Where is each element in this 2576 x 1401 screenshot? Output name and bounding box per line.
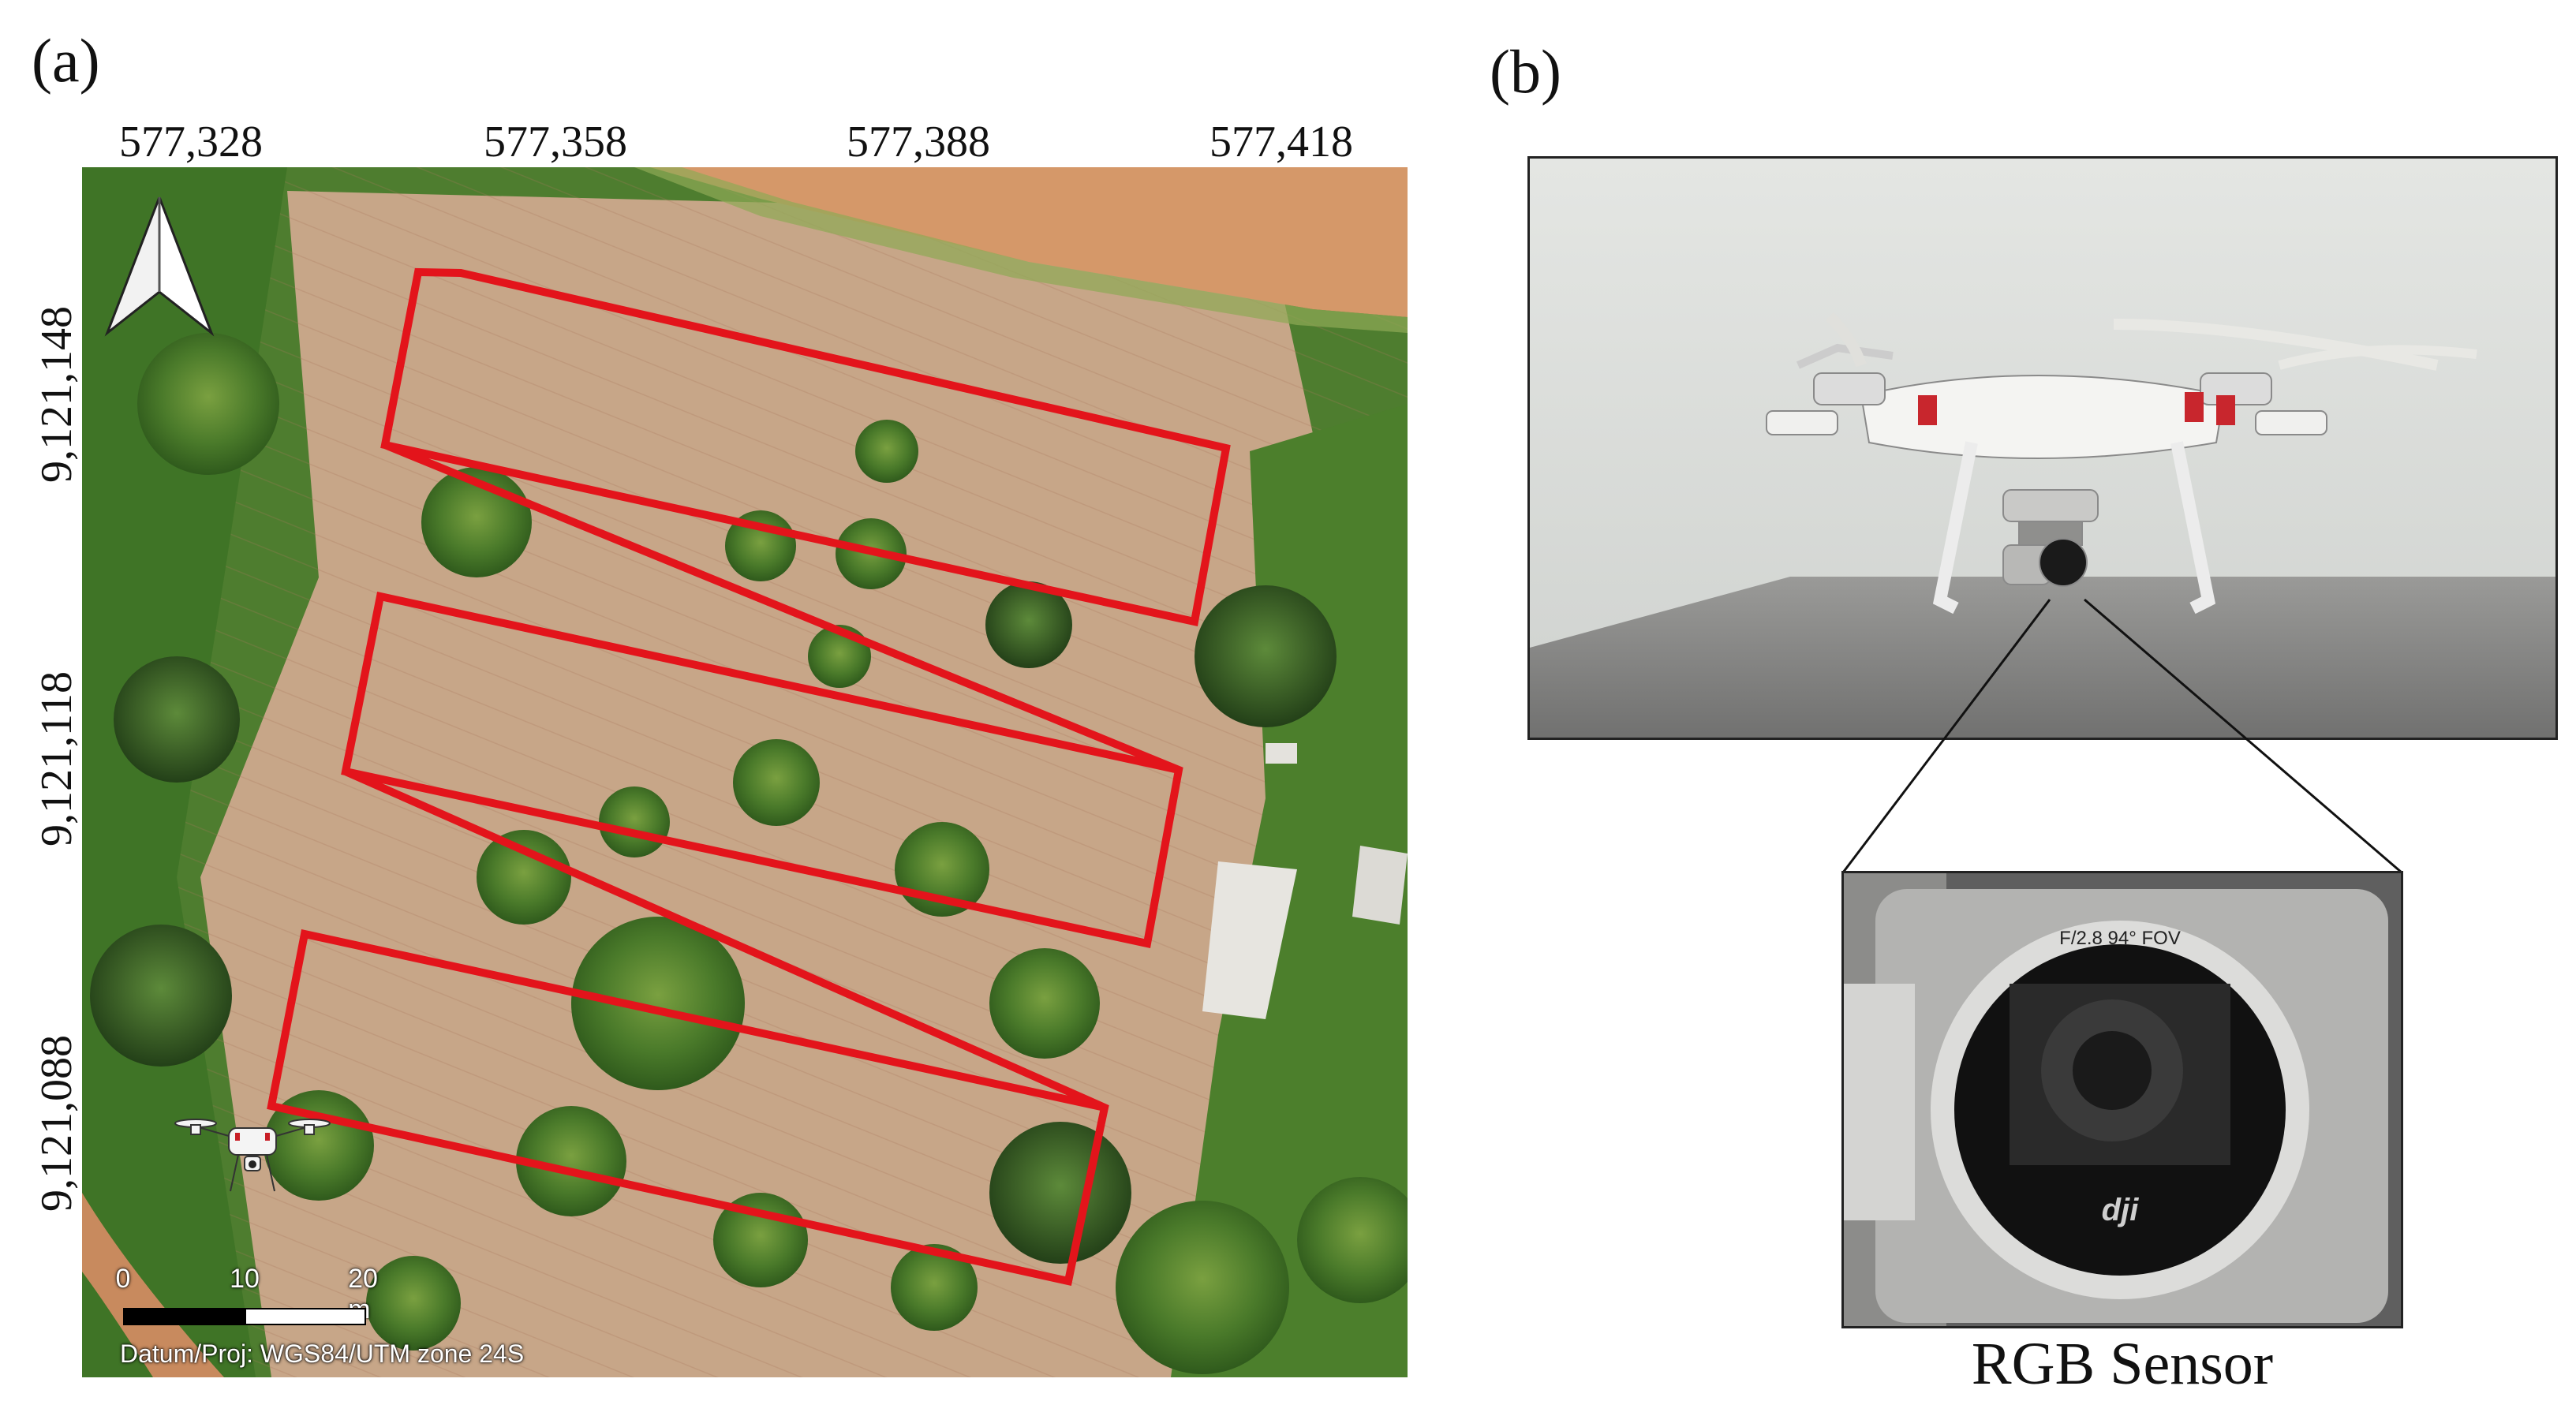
scale-tick-label: 0 [115,1264,131,1294]
panel-b-label: (b) [1490,37,1561,106]
easting-label: 577,418 [1209,118,1353,166]
easting-label: 577,388 [847,118,990,166]
drone-icon [174,1104,331,1199]
northing-label: 9,121,118 [32,671,81,846]
lens-text: F/2.8 94° FOV [2059,928,2181,949]
panel-a-label: (a) [32,26,100,95]
flight-path-line [267,267,1231,1286]
aerial-map [82,167,1408,1377]
easting-label: 577,358 [484,118,627,166]
drone-photo [1527,156,2558,740]
easting-label: 577,328 [119,118,263,166]
datum-note: Datum/Proj: WGS84/UTM zone 24S [120,1339,525,1368]
northing-label: 9,121,148 [32,306,81,483]
scale-segment-black [123,1308,245,1325]
brand-text: dji [2102,1193,2140,1227]
scale-tick-label: 10 [230,1264,260,1294]
northing-label: 9,121,088 [32,1035,81,1212]
scale-bar: 0 10 20 m [116,1264,378,1327]
scale-segment-white [245,1308,366,1325]
north-arrow-icon [104,196,215,339]
camera-closeup-photo: F/2.8 94° FOV dji [1841,871,2403,1328]
sensor-caption: RGB Sensor [1971,1331,2274,1397]
